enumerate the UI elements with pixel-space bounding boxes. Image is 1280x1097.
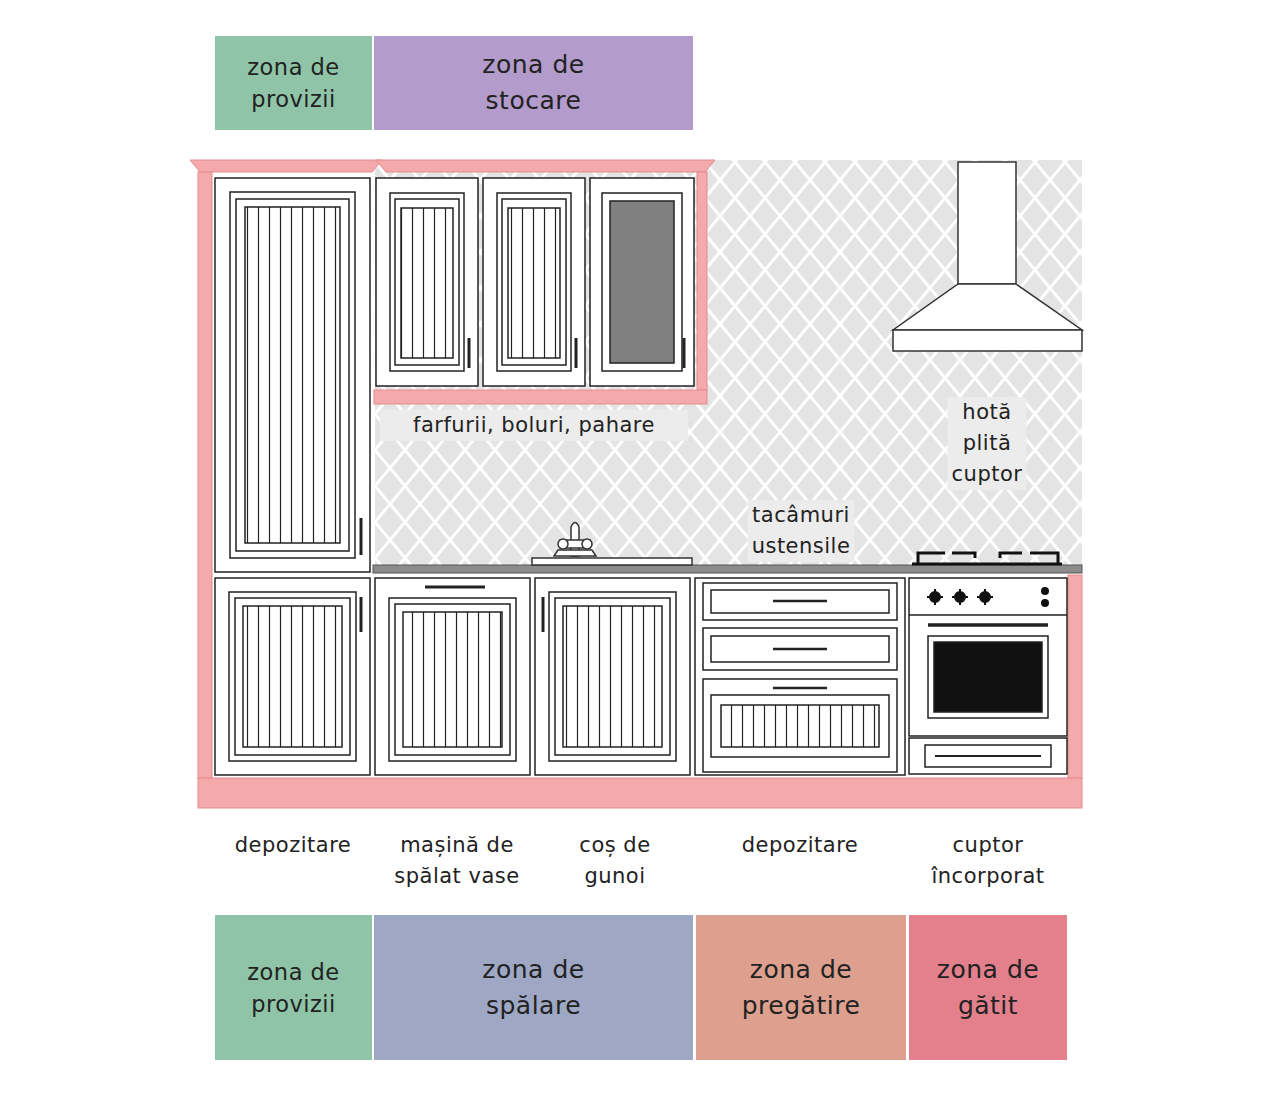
part-label: hotă plită cuptor <box>948 397 1027 490</box>
zone-box: zona de gătit <box>909 915 1067 1060</box>
part-label: mașină de spălat vase <box>390 830 525 892</box>
part-label: tacâmuri ustensile <box>748 500 855 562</box>
zone-box: zona de pregătire <box>696 915 906 1060</box>
backsplash <box>375 160 1082 566</box>
zone-name: zona de gătit <box>913 952 1063 1024</box>
hood <box>893 162 1082 351</box>
zone-box: zona de provizii <box>215 915 372 1060</box>
cabinets <box>215 178 1067 775</box>
part-label: coș de gunoi <box>565 830 665 892</box>
zone-box: zona de spălare <box>374 915 693 1060</box>
part-label: depozitare <box>218 830 368 861</box>
burners <box>912 553 1062 564</box>
zone-box: zona de provizii <box>215 36 372 130</box>
zone-box: zona de stocare <box>374 36 693 130</box>
part-label: cuptor încorporat <box>931 830 1044 892</box>
part-label: depozitare <box>725 830 875 861</box>
zone-name: zona de pregătire <box>726 952 876 1024</box>
sink-faucet <box>532 523 692 566</box>
zone-name: zona de provizii <box>219 51 369 115</box>
countertop <box>373 565 1082 573</box>
oven-knobs <box>927 588 1048 606</box>
zone-name: zona de provizii <box>219 956 369 1020</box>
pink-frame <box>190 160 1082 808</box>
zone-name: zona de spălare <box>459 952 609 1024</box>
part-label: farfurii, boluri, pahare <box>380 410 688 441</box>
zone-name: zona de stocare <box>459 47 609 119</box>
